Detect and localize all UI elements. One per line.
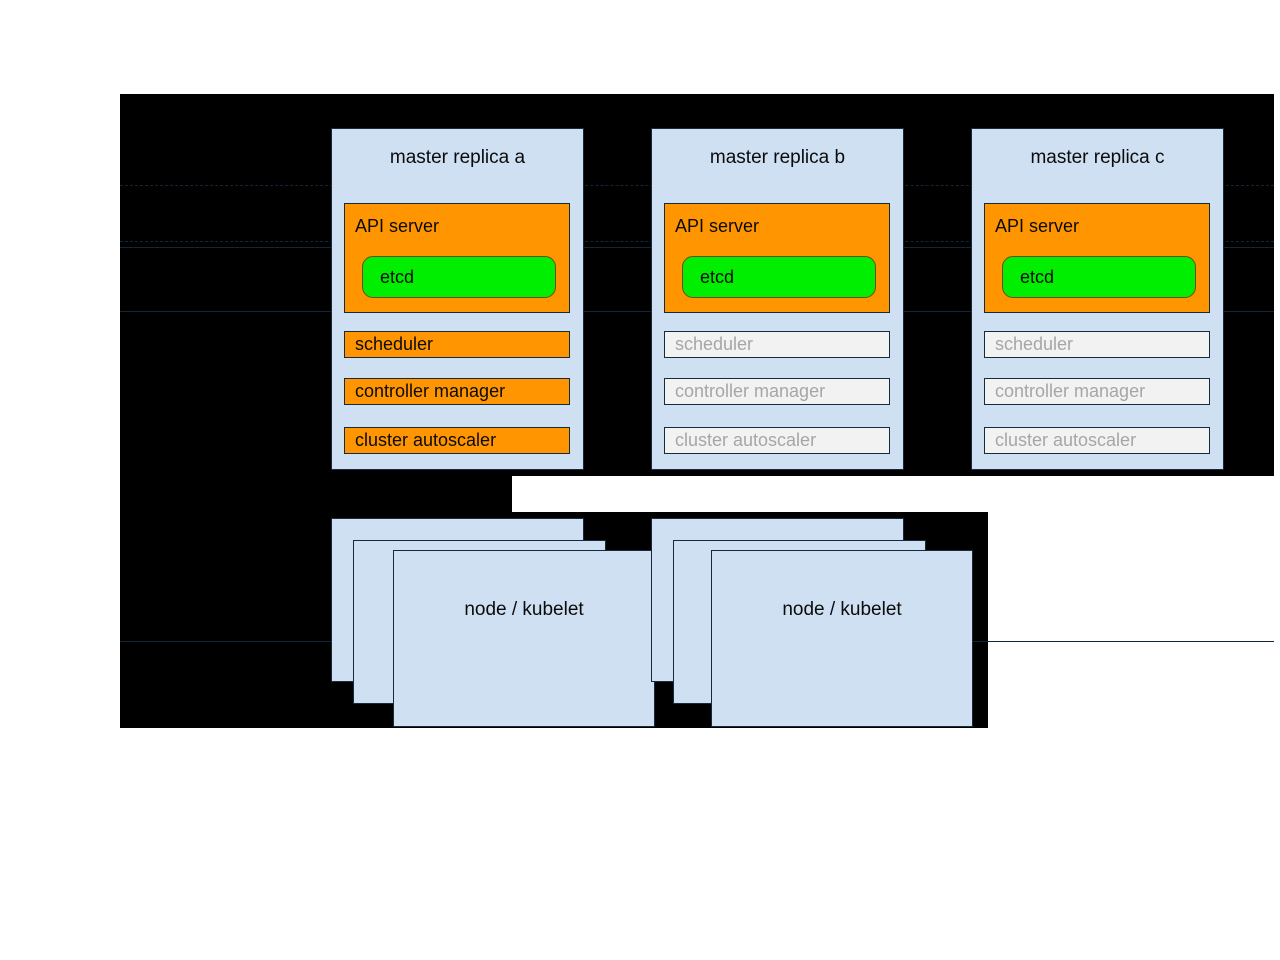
master-replica-a-etcd[interactable]: etcd — [362, 256, 556, 298]
backdrop-plate-midleft — [120, 476, 512, 512]
master-replica-a-controller-manager[interactable]: controller manager — [344, 378, 570, 405]
master-replica-a-api-server-label: API server — [355, 216, 440, 236]
master-replica-b-controller-manager-label: controller manager — [675, 381, 826, 401]
master-replica-c-cluster-autoscaler-label: cluster autoscaler — [995, 430, 1137, 450]
master-replica-b-controller-manager[interactable]: controller manager — [664, 378, 890, 405]
master-replica-a-scheduler-label: scheduler — [355, 334, 434, 354]
master-replica-a-controller-manager-label: controller manager — [355, 381, 506, 401]
master-replica-b-scheduler-label: scheduler — [675, 334, 754, 354]
master-replica-c-cluster-autoscaler[interactable]: cluster autoscaler — [984, 427, 1210, 454]
node-group-2-card-front[interactable]: node / kubelet — [711, 550, 973, 727]
master-replica-c-scheduler-label: scheduler — [995, 334, 1074, 354]
master-replica-a-cluster-autoscaler-label: cluster autoscaler — [355, 430, 497, 450]
master-replica-b-scheduler[interactable]: scheduler — [664, 331, 890, 358]
node-group-1-card-front[interactable]: node / kubelet — [393, 550, 655, 727]
master-replica-b-title: master replica b — [709, 146, 846, 168]
master-replica-c-api-server-label: API server — [995, 216, 1080, 236]
master-replica-b-cluster-autoscaler-label: cluster autoscaler — [675, 430, 817, 450]
node-group-2-label: node / kubelet — [782, 599, 902, 620]
master-replica-c-title: master replica c — [1030, 146, 1165, 168]
master-replica-c-etcd-label: etcd — [1020, 266, 1055, 287]
master-replica-b-cluster-autoscaler[interactable]: cluster autoscaler — [664, 427, 890, 454]
master-replica-b-etcd-label: etcd — [700, 266, 735, 287]
master-replica-b-etcd[interactable]: etcd — [682, 256, 876, 298]
backdrop-notch-right — [988, 512, 1274, 728]
node-group-1-label: node / kubelet — [464, 599, 584, 620]
master-replica-a-scheduler[interactable]: scheduler — [344, 331, 570, 358]
master-replica-c-controller-manager[interactable]: controller manager — [984, 378, 1210, 405]
master-replica-b-api-server-label: API server — [675, 216, 760, 236]
master-replica-a-etcd-label: etcd — [380, 266, 415, 287]
master-replica-c-controller-manager-label: controller manager — [995, 381, 1146, 401]
master-replica-c-etcd[interactable]: etcd — [1002, 256, 1196, 298]
master-replica-a-cluster-autoscaler[interactable]: cluster autoscaler — [344, 427, 570, 454]
master-replica-a-title: master replica a — [389, 146, 526, 168]
master-replica-c-scheduler[interactable]: scheduler — [984, 331, 1210, 358]
